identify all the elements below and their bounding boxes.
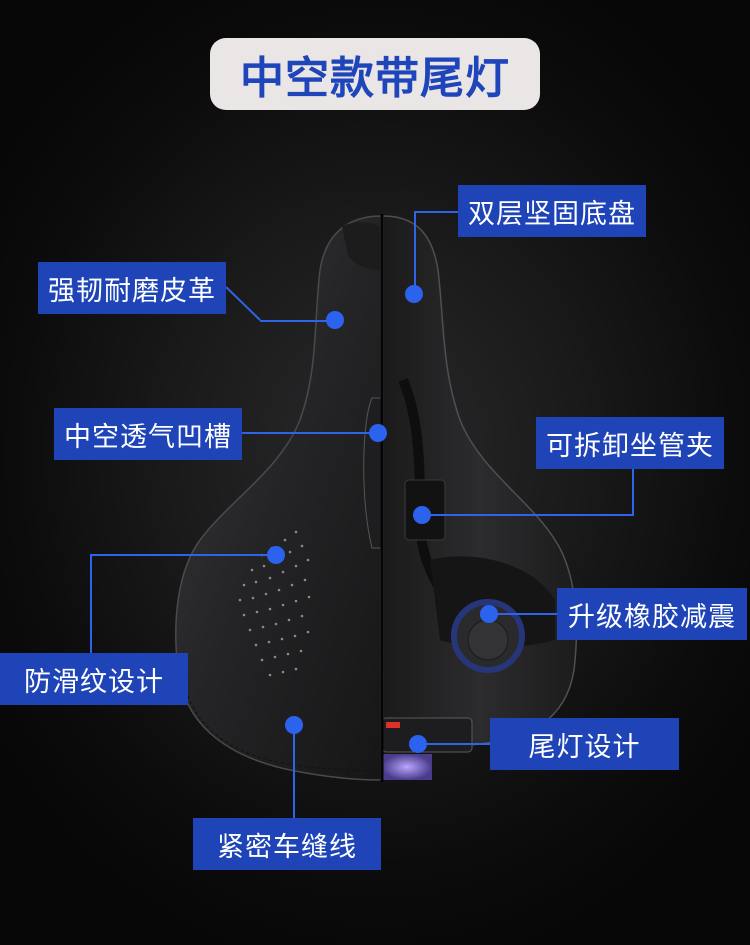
callout-line xyxy=(260,320,330,322)
page-title: 中空款带尾灯 xyxy=(210,38,540,110)
callout-label-tail-light: 尾灯设计 xyxy=(490,718,679,770)
callout-label-tight-stitching: 紧密车缝线 xyxy=(193,818,381,870)
callout-line xyxy=(430,514,634,516)
callout-line xyxy=(425,743,490,745)
callout-label-seatpost-clamp: 可拆卸坐管夹 xyxy=(536,417,724,469)
callout-label-double-layer-base: 双层坚固底盘 xyxy=(458,185,646,237)
callout-dot xyxy=(369,424,387,442)
callout-dot xyxy=(285,716,303,734)
callout-label-tough-leather: 强韧耐磨皮革 xyxy=(38,262,226,314)
callout-line xyxy=(90,554,92,653)
callout-line xyxy=(293,726,295,818)
leather-top-half xyxy=(175,215,382,781)
callout-line xyxy=(415,211,458,213)
callout-line xyxy=(414,211,416,294)
callout-label-hollow-channel: 中空透气凹槽 xyxy=(54,408,242,460)
callout-dot xyxy=(267,546,285,564)
callout-dot xyxy=(480,605,498,623)
callout-line xyxy=(495,613,557,615)
callout-dot xyxy=(413,506,431,524)
callout-dot xyxy=(409,735,427,753)
callout-line xyxy=(632,469,634,516)
callout-dot xyxy=(405,285,423,303)
callout-label-rubber-shock: 升级橡胶减震 xyxy=(557,588,747,640)
callout-line xyxy=(242,432,374,434)
callout-line xyxy=(90,554,276,556)
callout-label-anti-slip: 防滑纹设计 xyxy=(0,653,188,705)
callout-dot xyxy=(326,311,344,329)
